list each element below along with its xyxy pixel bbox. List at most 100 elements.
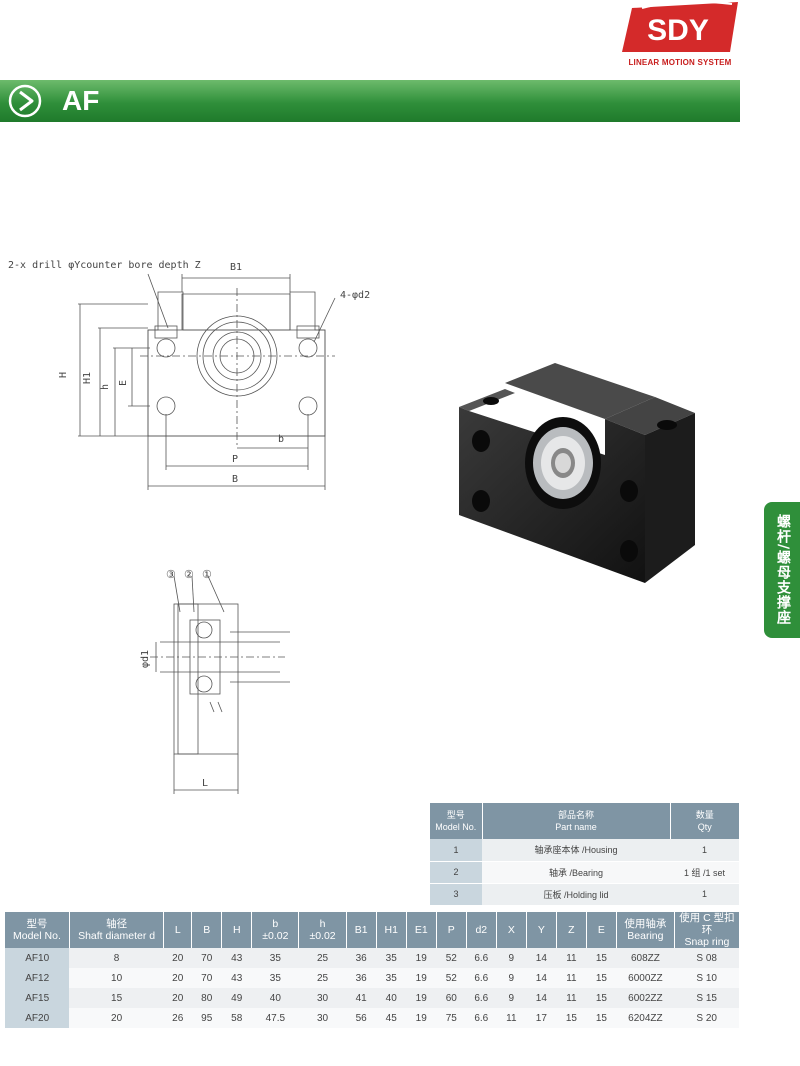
- table-cell: 15: [586, 1008, 617, 1028]
- table-cell: 11: [556, 968, 587, 988]
- table-cell: 35: [251, 968, 299, 988]
- table-cell: 17: [526, 1008, 557, 1028]
- table-cell: 9: [496, 988, 527, 1008]
- table-cell: 20: [163, 988, 192, 1008]
- table-cell: 19: [406, 948, 437, 968]
- table-cell: AF20: [5, 1008, 70, 1028]
- side-section-drawing: ③ ② ① φd1 L: [140, 568, 290, 794]
- spec-col-header: E1: [406, 912, 437, 948]
- brand-tagline: LINEAR MOTION SYSTEM: [628, 58, 732, 67]
- parts-col-qty: 数量 Qty: [670, 803, 739, 839]
- table-cell: 70: [191, 948, 222, 968]
- brand-name: SDY: [647, 14, 709, 47]
- dim-d1: φd1: [140, 650, 151, 668]
- table-cell: 9: [496, 968, 527, 988]
- table-cell: 6204ZZ: [616, 1008, 675, 1028]
- table-cell: 6.6: [466, 948, 497, 968]
- spec-col-header: E: [586, 912, 617, 948]
- table-cell: 49: [221, 988, 252, 1008]
- table-cell: 30: [298, 988, 347, 1008]
- table-cell: 9: [496, 948, 527, 968]
- holes-note: 4-φd2: [340, 290, 370, 301]
- arrow-circle-icon: [8, 84, 42, 118]
- table-row: 1 轴承座本体 /Housing 1: [430, 839, 739, 862]
- table-cell: 58: [221, 1008, 252, 1028]
- callout-1: ①: [202, 568, 212, 581]
- dim-b: B: [232, 474, 238, 485]
- spec-col-header: Y: [526, 912, 557, 948]
- spec-col-header: h±0.02: [298, 912, 347, 948]
- table-cell: 15: [556, 1008, 587, 1028]
- spec-col-header: X: [496, 912, 527, 948]
- parts-table: 型号 Model No. 部品名称 Part name 数量 Qty 1 轴承座…: [430, 803, 739, 906]
- spec-col-header: P: [436, 912, 467, 948]
- table-cell: 41: [346, 988, 377, 1008]
- spec-col-header: d2: [466, 912, 497, 948]
- dim-h1: H1: [82, 372, 93, 384]
- table-cell: 52: [436, 948, 467, 968]
- table-cell: S 08: [674, 948, 739, 968]
- section-header: [0, 80, 740, 122]
- callout-3: ③: [166, 568, 176, 581]
- table-cell: 70: [191, 968, 222, 988]
- spec-col-header: B: [191, 912, 223, 948]
- table-cell: 43: [221, 968, 252, 988]
- callout-2: ②: [184, 568, 194, 581]
- table-cell: 6000ZZ: [616, 968, 675, 988]
- parts-header-row: 型号 Model No. 部品名称 Part name 数量 Qty: [430, 803, 739, 839]
- dim-e: E: [118, 380, 129, 386]
- table-cell: S 15: [674, 988, 739, 1008]
- dim-b-small: b: [278, 434, 284, 445]
- table-cell: 52: [436, 968, 467, 988]
- dim-l: L: [202, 778, 208, 789]
- table-cell: 56: [346, 1008, 377, 1028]
- table-cell: AF10: [5, 948, 70, 968]
- table-cell: 6002ZZ: [616, 988, 675, 1008]
- table-cell: 19: [406, 988, 437, 1008]
- table-cell: 6.6: [466, 1008, 497, 1028]
- table-cell: 19: [406, 968, 437, 988]
- table-cell: 608ZZ: [616, 948, 675, 968]
- table-cell: 95: [191, 1008, 222, 1028]
- table-cell: 45: [376, 1008, 407, 1028]
- table-cell: 35: [251, 948, 299, 968]
- table-cell: 40: [251, 988, 299, 1008]
- table-cell: 80: [191, 988, 222, 1008]
- table-cell: 35: [376, 948, 407, 968]
- table-cell: 40: [376, 988, 407, 1008]
- table-cell: 8: [69, 948, 164, 968]
- drill-note: 2-x drill φYcounter bore depth Z: [8, 260, 201, 271]
- table-row: 3 压板 /Holding lid 1: [430, 883, 739, 906]
- category-label: 螺杆/螺母支撑座: [775, 514, 791, 626]
- table-cell: 60: [436, 988, 467, 1008]
- table-cell: 14: [526, 968, 557, 988]
- table-cell: 25: [298, 948, 347, 968]
- table-cell: 47.5: [251, 1008, 299, 1028]
- spec-col-header: Z: [556, 912, 587, 948]
- table-cell: 26: [163, 1008, 192, 1028]
- table-cell: 19: [406, 1008, 437, 1028]
- sdy-logo-mark: SDY: [622, 0, 738, 52]
- table-cell: 15: [586, 968, 617, 988]
- category-side-tab[interactable]: 螺杆/螺母支撑座: [764, 502, 800, 638]
- table-cell: 6.6: [466, 988, 497, 1008]
- spec-col-header: b±0.02: [251, 912, 300, 948]
- spec-col-header: H: [221, 912, 253, 948]
- table-cell: 20: [163, 948, 192, 968]
- spec-col-header: B1: [346, 912, 377, 948]
- table-cell: 15: [586, 988, 617, 1008]
- table-cell: 15: [69, 988, 164, 1008]
- table-cell: 11: [496, 1008, 527, 1028]
- table-cell: 10: [69, 968, 164, 988]
- spec-col-header: H1: [376, 912, 407, 948]
- table-cell: 43: [221, 948, 252, 968]
- table-row: 2 轴承 /Bearing 1 组 /1 set: [430, 861, 739, 884]
